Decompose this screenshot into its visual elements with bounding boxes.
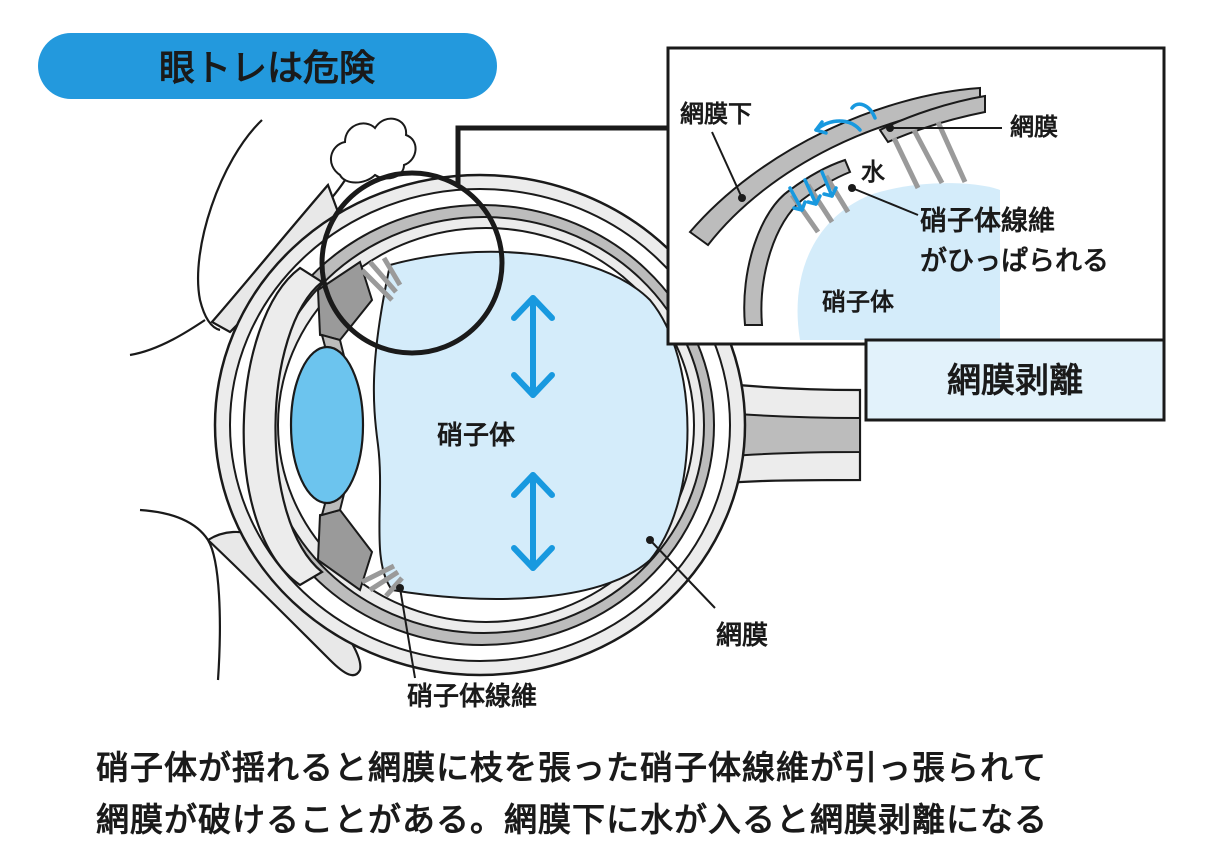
caption: 硝子体が揺れると網膜に枝を張った硝子体線維が引っ張られて 網膜が破けることがある… — [96, 742, 1156, 846]
vitreous-fibers-top — [360, 256, 403, 302]
vitreous-fiber-label: 硝子体線維 — [407, 681, 537, 712]
caption-line-2: 網膜が破けることがある。網膜下に水が入ると網膜剥離になる — [96, 800, 1048, 839]
title-badge: 眼トレは危険 — [38, 33, 497, 99]
detachment-label-box: 網膜剥離 — [864, 338, 1166, 422]
inset-attached-retina — [878, 94, 986, 144]
lens — [289, 345, 365, 505]
inset-water-arrows — [788, 102, 877, 212]
inset-vitreous — [797, 183, 1000, 340]
inset-fiber-leader — [851, 187, 919, 216]
vitreous-fibers-bottom — [360, 563, 404, 598]
inset-fiber-dot — [848, 184, 856, 192]
cornea — [242, 266, 324, 587]
magnifier — [319, 125, 670, 356]
detachment-label: 網膜剥離 — [947, 361, 1083, 401]
retina-leader-line — [649, 539, 716, 609]
inset-subretina-dot — [738, 194, 746, 202]
vitreous-body — [372, 250, 689, 600]
title-badge-text: 眼トレは危険 — [159, 48, 376, 89]
inset-subretina-label: 網膜下 — [680, 100, 752, 128]
tissue-blob — [330, 117, 417, 184]
inset-vitreous-label: 硝子体 — [822, 288, 895, 316]
inset-detached-retina — [743, 158, 852, 326]
inset-retina-dot — [886, 124, 894, 132]
retina-label: 網膜 — [716, 620, 768, 651]
inset-subretina-leader — [711, 131, 743, 199]
retina-leader-dot — [646, 536, 654, 544]
vitreous-label: 硝子体 — [437, 421, 516, 451]
inset-panel: 網膜下 網膜 水 硝子体線維 がひっぱられる 硝子体 — [666, 46, 1166, 346]
fiber-leader-dot — [396, 584, 404, 592]
inset-fiber-label-line2: がひっぱられる — [920, 245, 1109, 277]
shake-arrow-lower — [511, 472, 555, 571]
inset-water-label: 水 — [861, 158, 886, 186]
shake-arrow-upper — [511, 295, 555, 398]
inset-fiber-label-line1: 硝子体線維 — [920, 205, 1055, 237]
inset-retina-label: 網膜 — [1010, 113, 1058, 141]
inset-fibers — [789, 120, 968, 234]
caption-line-1: 硝子体が揺れると網膜に枝を張った硝子体線維が引っ張られて — [96, 748, 1048, 787]
fiber-leader-line — [399, 587, 416, 679]
